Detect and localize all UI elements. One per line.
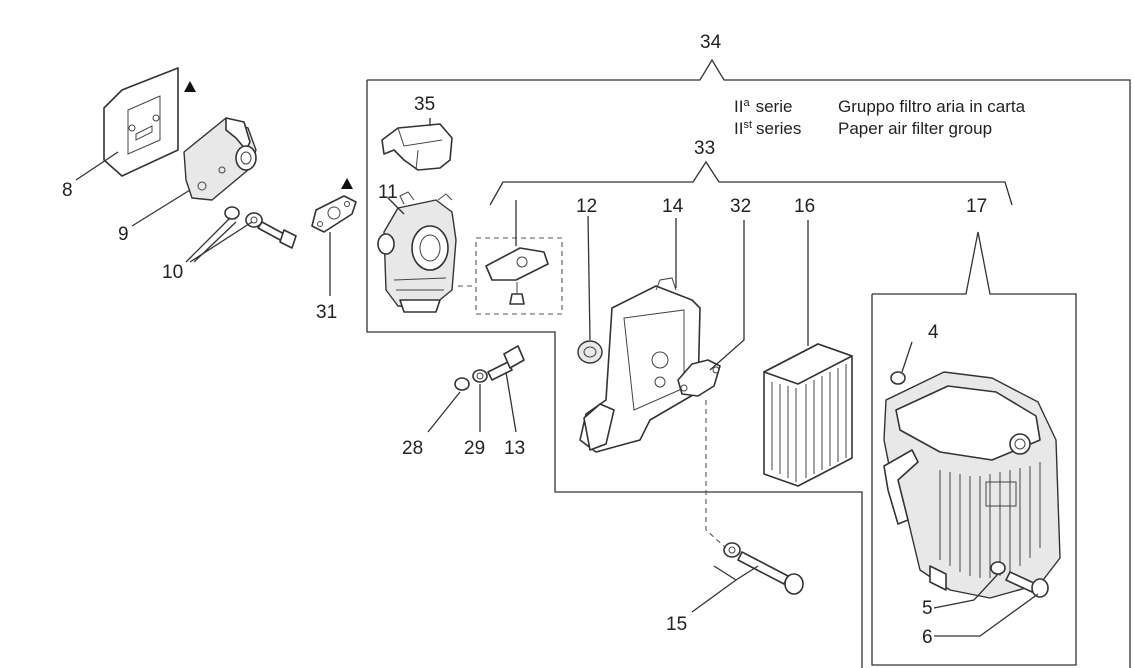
callout-8: 8 xyxy=(62,180,73,201)
group-title-italian: Gruppo filtro aria in carta xyxy=(838,97,1026,116)
long-bolt-and-washer xyxy=(723,542,804,595)
group-title-english: Paper air filter group xyxy=(838,119,992,138)
callout-4: 4 xyxy=(928,322,939,343)
washers-and-bolt xyxy=(454,345,525,391)
series-en-word: series xyxy=(756,119,801,138)
series-it-roman: II xyxy=(734,97,743,116)
cover-screw-and-washer xyxy=(990,561,1049,598)
callout-33: 33 xyxy=(694,138,715,159)
callout-29: 29 xyxy=(464,438,485,459)
grommet xyxy=(577,340,603,364)
arrow-marker-icon xyxy=(341,178,353,189)
callout-15: 15 xyxy=(666,614,687,635)
group-33-bracket xyxy=(489,160,1013,206)
dashed-alignment-line xyxy=(705,400,727,549)
series-it-word: serie xyxy=(756,97,793,116)
callout-17: 17 xyxy=(966,196,987,217)
air-filter-cover xyxy=(883,371,1061,599)
intake-manifold xyxy=(183,117,257,201)
callout-16: 16 xyxy=(794,196,815,217)
filter-housing-plate xyxy=(579,277,701,453)
flange-gasket xyxy=(311,195,357,233)
series-en-superscript: st xyxy=(743,119,752,131)
group-34-outline xyxy=(366,58,1131,668)
o-ring xyxy=(890,371,906,385)
callout-9: 9 xyxy=(118,224,129,245)
arrow-marker-icon xyxy=(184,81,196,92)
carburetor xyxy=(377,191,457,313)
diaphragm-gasket xyxy=(677,359,721,397)
series-en-roman: II xyxy=(734,119,743,138)
callout-35: 35 xyxy=(414,94,435,115)
callout-11: 11 xyxy=(378,182,398,203)
callout-12: 12 xyxy=(576,196,597,217)
carburetor-cover xyxy=(381,123,453,171)
callout-31: 31 xyxy=(316,302,337,323)
series-it-superscript: a xyxy=(743,97,750,109)
callout-28: 28 xyxy=(402,438,423,459)
callout-5: 5 xyxy=(922,598,933,619)
callout-14: 14 xyxy=(662,196,684,217)
adapter-plate xyxy=(485,247,549,305)
leader-lines xyxy=(75,118,1039,637)
gasket-plate xyxy=(103,67,179,177)
callout-13: 13 xyxy=(504,438,525,459)
callout-34: 34 xyxy=(700,32,722,53)
screw-and-washers xyxy=(224,206,297,249)
callout-10: 10 xyxy=(162,262,183,283)
callout-6: 6 xyxy=(922,627,933,648)
group-17-outline xyxy=(871,231,1077,666)
paper-air-filter xyxy=(763,343,853,487)
callout-32: 32 xyxy=(730,196,751,217)
